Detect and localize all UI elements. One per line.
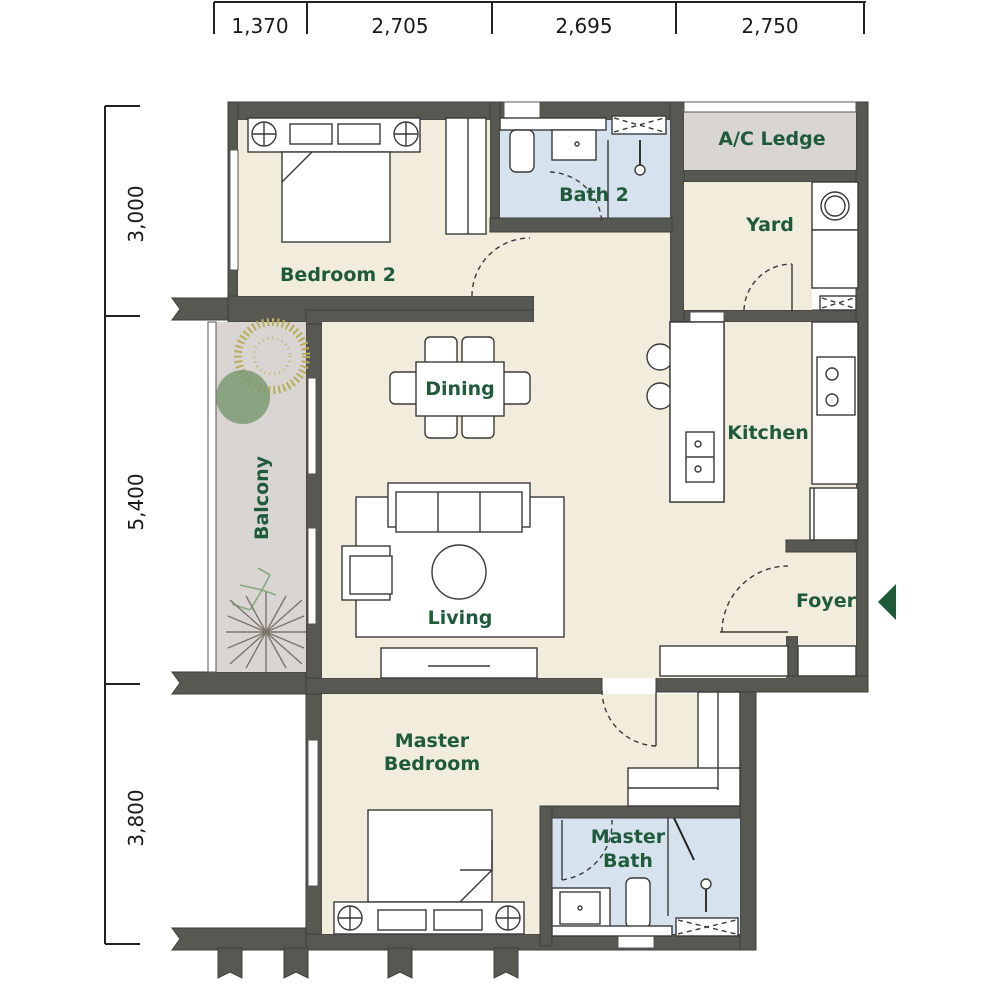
foyer-fixtures <box>659 565 857 677</box>
label-foyer: Foyer <box>796 590 857 612</box>
label-master-bath-2: Bath <box>603 850 653 872</box>
left-dimension-bar: 3,000 5,400 3,800 <box>104 105 148 945</box>
bedroom2-furniture <box>247 117 487 243</box>
dim-top-1: 1,370 <box>231 14 288 38</box>
master-bedroom-furniture <box>333 689 741 935</box>
label-yard: Yard <box>745 214 794 236</box>
dim-left-3: 3,800 <box>124 789 148 846</box>
label-living: Living <box>428 607 493 629</box>
label-master-bath-1: Master <box>591 826 666 848</box>
balcony-plants <box>216 318 310 672</box>
top-dimension-bar: 1,370 2,705 2,695 2,750 <box>213 1 866 38</box>
entrance-arrow-icon <box>878 584 896 620</box>
bedroom2-door-swing <box>471 237 531 297</box>
label-bath-2: Bath 2 <box>559 184 629 206</box>
living-furniture <box>341 482 565 679</box>
hall-floor <box>534 232 670 332</box>
dim-top-4: 2,750 <box>741 14 798 38</box>
dim-top-2: 2,705 <box>371 14 428 38</box>
yard-fixtures <box>743 181 859 312</box>
kitchen-fixtures <box>646 321 859 541</box>
label-dining: Dining <box>425 378 494 400</box>
dim-top-3: 2,695 <box>555 14 612 38</box>
windows <box>207 101 857 949</box>
ac-ledge-floor <box>684 112 856 170</box>
label-bedroom-2: Bedroom 2 <box>280 264 396 286</box>
dim-left-1: 3,000 <box>124 185 148 242</box>
label-kitchen: Kitchen <box>727 422 809 444</box>
label-ac-ledge: A/C Ledge <box>718 128 825 150</box>
bath2-fixtures <box>499 115 667 225</box>
label-master-bedroom-2: Bedroom <box>384 753 480 775</box>
yard-floor <box>684 182 812 310</box>
foyer-floor-2 <box>720 552 800 636</box>
dim-left-2: 5,400 <box>124 473 148 530</box>
master-bath-fixtures <box>551 817 739 937</box>
dining-table <box>389 336 531 439</box>
label-balcony: Balcony <box>251 455 273 540</box>
label-master-bedroom-1: Master <box>395 730 470 752</box>
